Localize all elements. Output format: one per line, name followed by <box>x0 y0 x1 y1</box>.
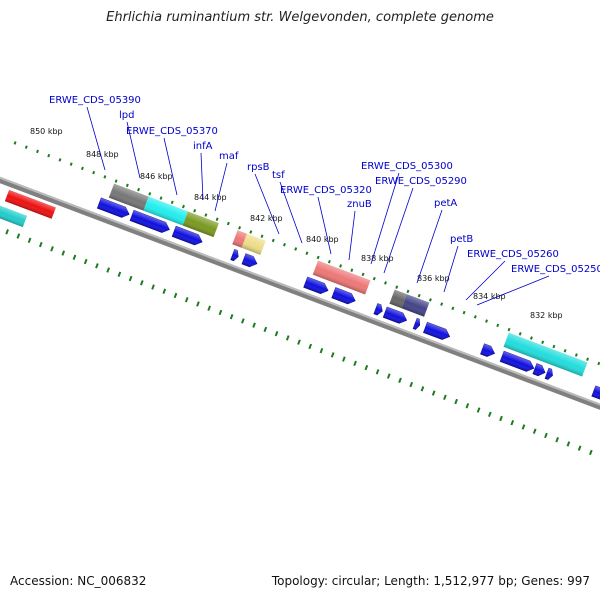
tick-label: 846 kbp <box>140 172 173 181</box>
gene-leader-line <box>200 152 204 201</box>
tick-label: 834 kbp <box>473 292 506 301</box>
cds-arrow-1-shade <box>97 197 130 218</box>
tick-label: 848 kbp <box>86 150 119 159</box>
gene-leader-line <box>279 181 303 244</box>
cds-arrow-7-shade <box>331 287 356 304</box>
gene-leader-line <box>163 137 178 196</box>
inner-tick-ring <box>0 220 593 456</box>
cds-arrow-10-shade <box>413 318 420 330</box>
feature-pink-small-shade <box>232 230 247 248</box>
gene-label: znuB <box>347 199 372 210</box>
cds-arrow-11-shade <box>423 322 450 340</box>
gene-label: ERWE_CDS_05290 <box>375 176 467 187</box>
feature-olive-shade <box>182 211 219 238</box>
tick-label: 850 kbp <box>30 127 63 136</box>
genome-backbone <box>0 163 600 417</box>
cds-arrow-5-shade <box>241 253 257 267</box>
gene-leader-line <box>214 162 228 212</box>
cds-arrow-12-shade <box>480 343 495 357</box>
gene-label: petA <box>434 198 457 209</box>
tick-label: 842 kbp <box>250 214 283 223</box>
gene-label: ERWE_CDS_05320 <box>280 185 372 196</box>
feature-grey-2-shade <box>389 289 407 309</box>
gene-label: tsf <box>272 170 285 181</box>
gene-leader-line <box>348 210 356 261</box>
feature-yellow-shade <box>241 233 266 255</box>
gene-label: ERWE_CDS_05300 <box>361 161 453 172</box>
feature-grey-1-shade <box>108 183 149 211</box>
gene-leader-line <box>465 260 506 301</box>
gene-label: ERWE_CDS_05260 <box>467 249 559 260</box>
outer-tick-ring <box>13 141 600 374</box>
map-title: Ehrlichia ruminantium str. Welgevonden, … <box>106 10 494 25</box>
gene-leader-line <box>86 106 106 171</box>
gene-leader-line <box>317 196 332 255</box>
cds-arrow-9-shade <box>383 307 407 324</box>
gene-label: lpd <box>119 110 134 121</box>
gene-label: ERWE_CDS_05370 <box>126 126 218 137</box>
gene-leader-line <box>370 172 400 265</box>
gene-leader-line <box>443 245 459 293</box>
gene-leader-line <box>126 121 141 179</box>
accession-label: Accession: NC_006832 <box>10 574 147 588</box>
gene-label: infA <box>193 141 213 152</box>
feature-red-shade <box>4 189 56 219</box>
tick-label: 838 kbp <box>361 254 394 263</box>
gene-leader-line <box>476 275 550 306</box>
feature-cyan-left-shade <box>0 198 28 228</box>
tick-label: 832 kbp <box>530 311 563 320</box>
cds-arrow-15-shade <box>545 368 553 380</box>
cds-arrow-4-shade <box>230 249 239 261</box>
gene-label: petB <box>450 234 473 245</box>
cds-arrow-8-shade <box>373 303 383 316</box>
tick-label: 840 kbp <box>306 235 339 244</box>
feature-pink-1-shade <box>312 260 371 295</box>
gene-leader-line <box>254 173 280 235</box>
gene-label: ERWE_CDS_05390 <box>49 95 141 106</box>
gene-label: maf <box>219 151 239 162</box>
cds-arrow-13-shade <box>500 351 534 372</box>
gene-leader-line <box>416 209 443 284</box>
cds-arrow-14-shade <box>532 363 546 376</box>
tick-label: 836 kbp <box>417 274 450 283</box>
feature-purple-shade <box>401 294 430 317</box>
cds-arrow-2-shade <box>130 210 170 233</box>
cds-arrow-6-shade <box>303 276 329 294</box>
gene-label: rpsB <box>247 162 270 173</box>
cds-arrow-3-shade <box>172 226 203 245</box>
tick-label: 844 kbp <box>194 193 227 202</box>
feature-cyan-2-shade <box>503 332 588 377</box>
genome-summary: Topology: circular; Length: 1,512,977 bp… <box>271 574 590 588</box>
gene-leader-line <box>383 187 414 274</box>
feature-cyan-1-shade <box>143 196 189 226</box>
gene-label: ERWE_CDS_05250 <box>511 264 600 275</box>
